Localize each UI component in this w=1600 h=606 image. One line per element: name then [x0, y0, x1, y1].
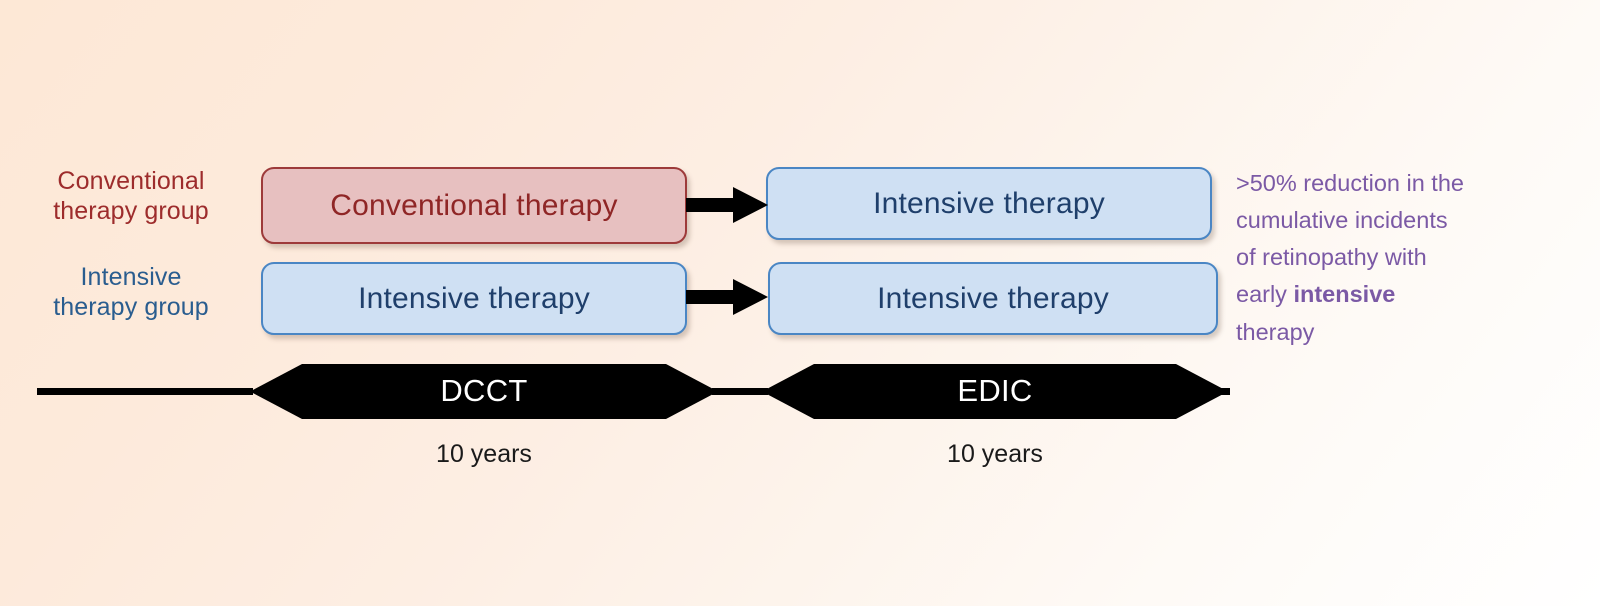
group-label-conventional: Conventional therapy group: [26, 167, 236, 226]
annotation-line-4: early intensive: [1236, 276, 1556, 313]
annotation-line-3: of retinopathy with: [1236, 244, 1427, 271]
box-intensive-therapy-edic-bottom: Intensive therapy: [768, 262, 1218, 335]
group-label-intensive-line1: Intensive: [80, 263, 182, 291]
timeline-graphic: [37, 364, 1230, 419]
annotation-emphasis-intensive: intensive: [1293, 281, 1396, 308]
arrow-right-icon-top: [686, 187, 768, 223]
annotation-text: >50% reduction in the cumulative inciden…: [1236, 165, 1556, 351]
annotation-line-5: therapy: [1236, 318, 1315, 345]
group-label-conventional-line1: Conventional: [57, 167, 205, 195]
timeline-line-left: [37, 388, 253, 395]
arrow-right-icon-bottom: [686, 279, 768, 315]
box-intensive-therapy-edic-top: Intensive therapy: [766, 167, 1212, 240]
timeline-duration-edic: 10 years: [947, 440, 1043, 468]
annotation-line-2: cumulative incidents: [1236, 207, 1448, 234]
box-conventional-therapy-dcct: Conventional therapy: [261, 167, 687, 244]
group-label-conventional-line2: therapy group: [53, 196, 209, 225]
annotation-line-4-prefix: early: [1236, 281, 1294, 308]
box-intensive-therapy-dcct: Intensive therapy: [261, 262, 687, 335]
timeline-duration-dcct: 10 years: [436, 440, 532, 468]
timeline-banner-dcct: [250, 364, 718, 419]
timeline-phase-label-dcct: DCCT: [440, 373, 528, 408]
group-label-intensive: Intensive therapy group: [26, 263, 236, 322]
timeline-line-middle: [712, 388, 768, 395]
annotation-line-1: >50% reduction in the: [1236, 170, 1464, 196]
group-label-intensive-line2: therapy group: [53, 292, 209, 321]
timeline-banner-edic: [762, 364, 1228, 419]
timeline-phase-label-edic: EDIC: [957, 373, 1033, 408]
